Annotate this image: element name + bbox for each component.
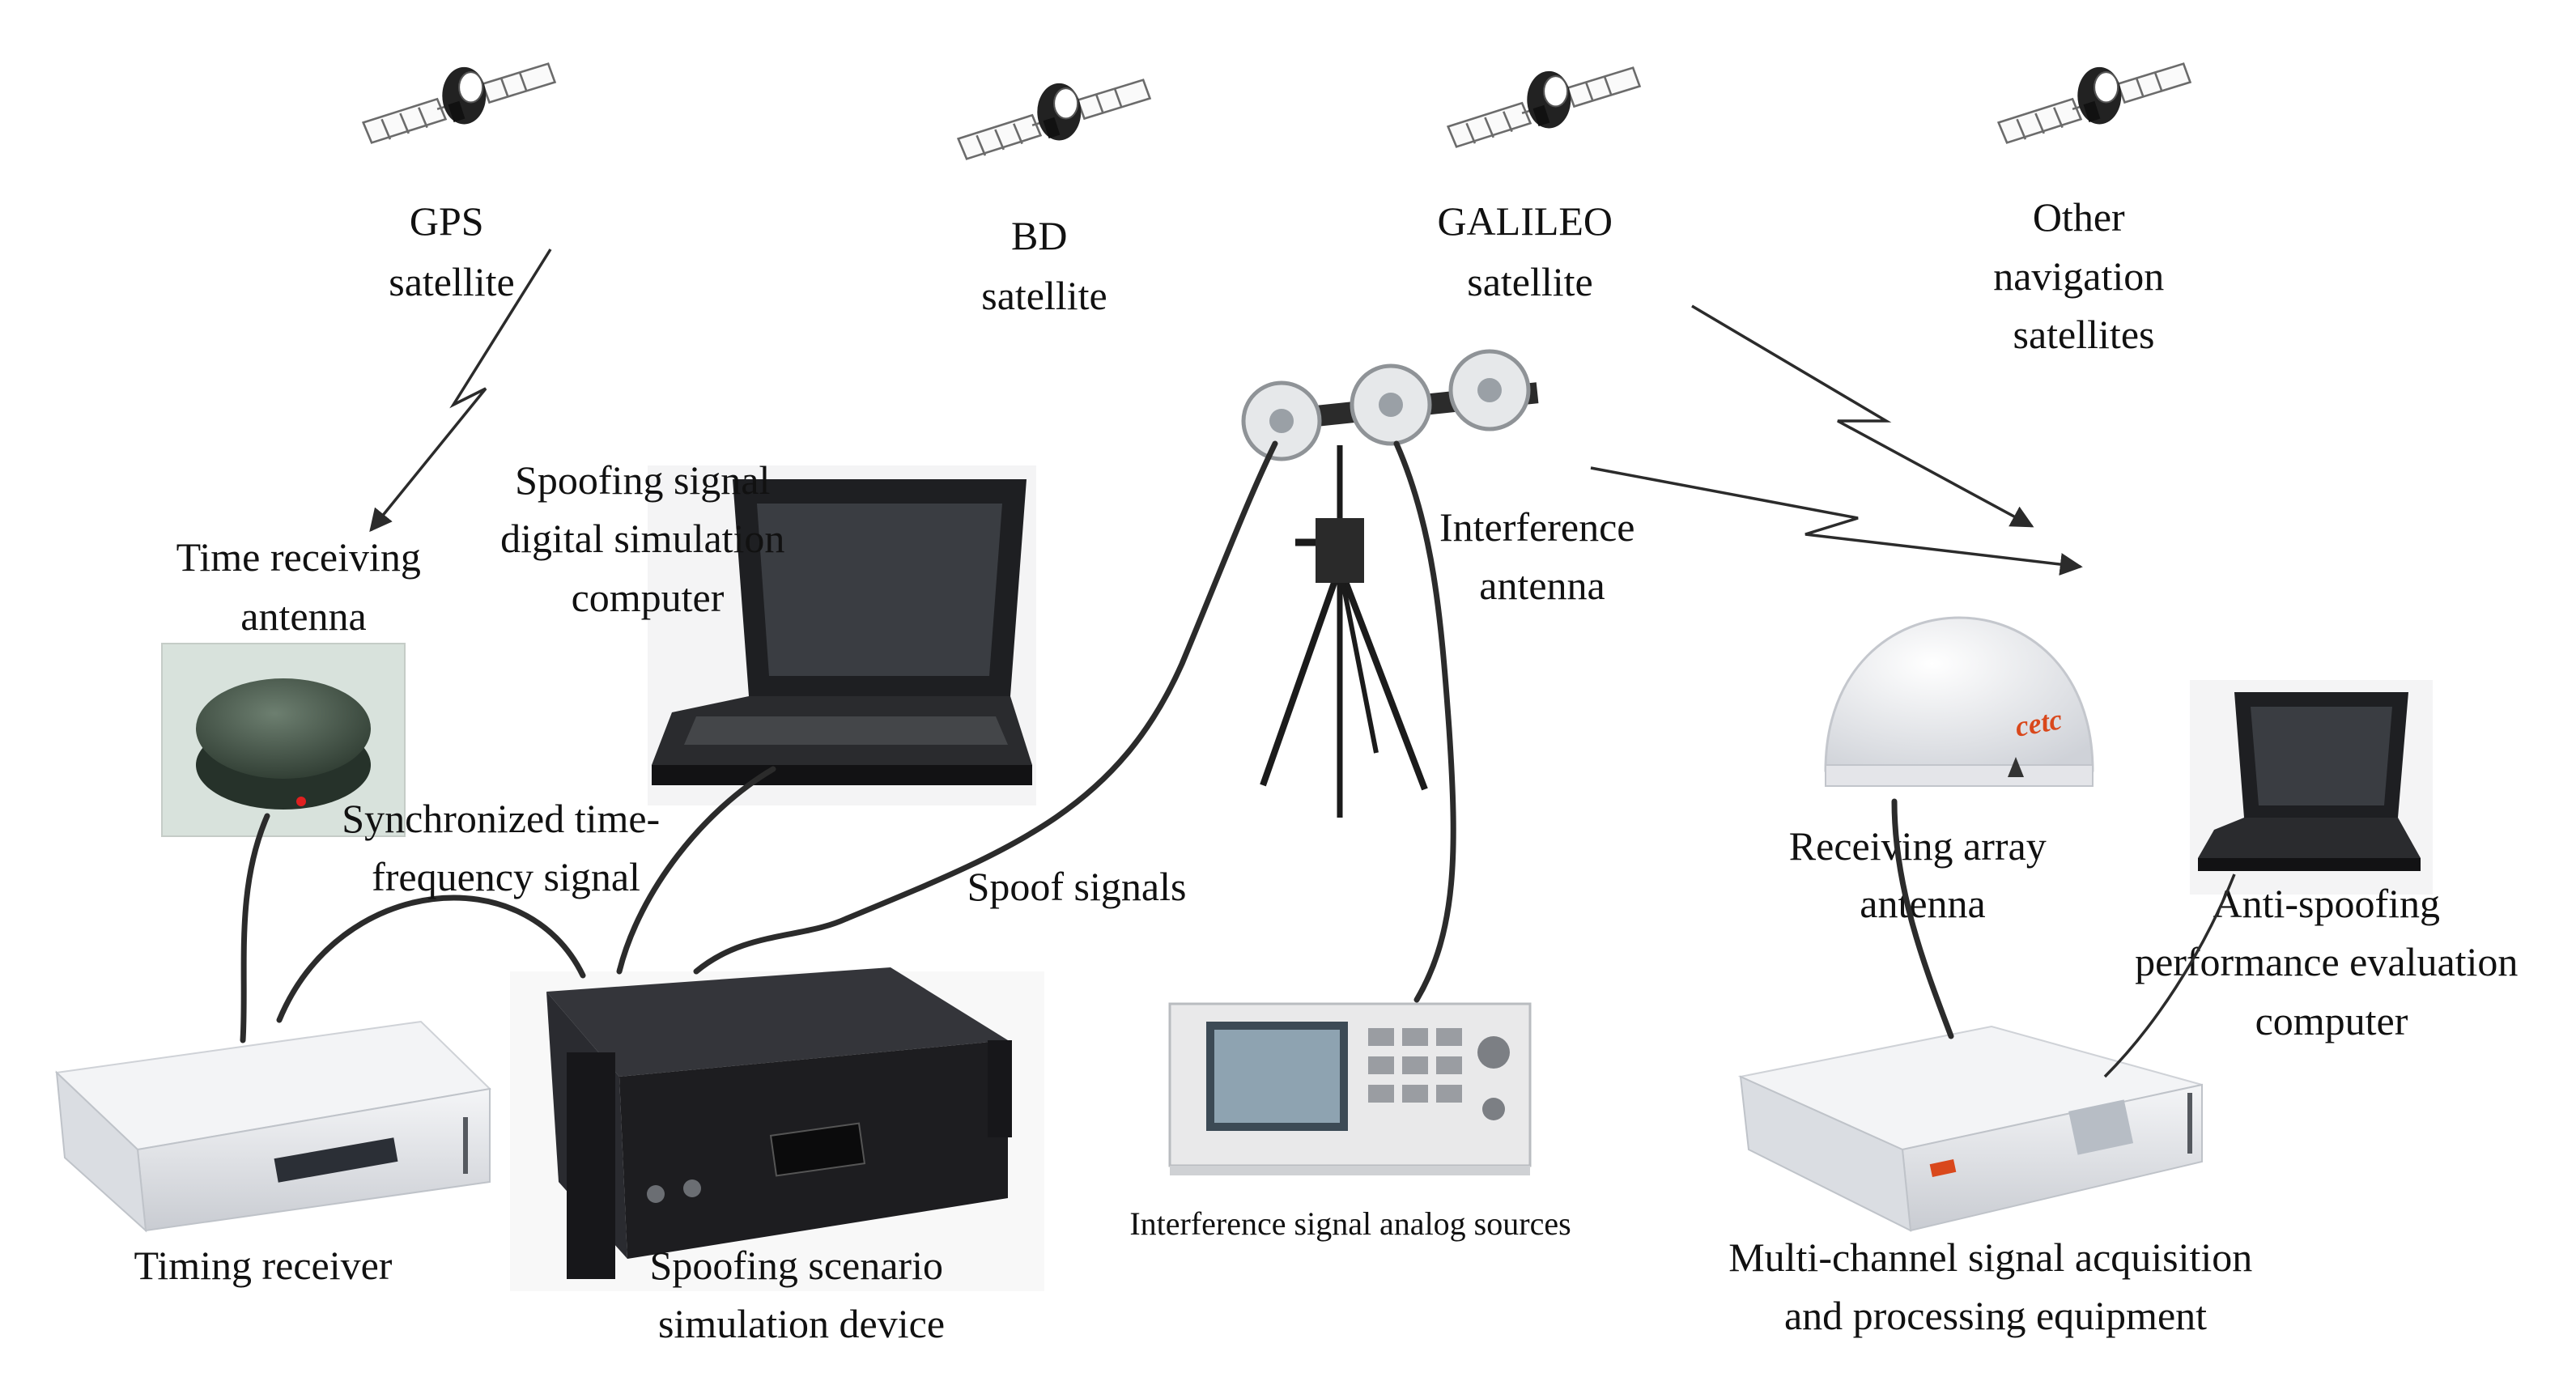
interference-signal-arrow (1590, 466, 2083, 576)
interference-antenna-image (1241, 349, 1539, 818)
sync-signal-label: Synchronized time- frequency signal (342, 796, 670, 899)
cable-spoof-signals-to-antenna (693, 440, 1278, 975)
gps-satellite-label: GPS satellite (389, 198, 515, 304)
time-receiving-antenna-image (161, 643, 406, 837)
bd-satellite-label: BD satellite (981, 213, 1107, 318)
galileo-satellite-label: GALILEO satellite (1437, 198, 1622, 304)
galileo-signal-arrow (1691, 304, 2034, 528)
anti-spoofing-laptop-image (2190, 680, 2433, 895)
acquisition-equipment-image (1737, 1025, 2203, 1232)
spoof-signals-label: Spoof signals (967, 864, 1187, 909)
cable-sync-time-frequency (276, 895, 586, 1023)
cable-laptop-to-spoof-device (616, 766, 776, 975)
other-satellites-label: Other navigation satellites (1993, 194, 2174, 357)
interference-signal-source-image (1168, 1002, 1532, 1175)
spoofing-scenario-device-label: Spoofing scenario simulation device (650, 1243, 954, 1346)
svg-text:cetc: cetc (2013, 703, 2064, 742)
timing-receiver-label: Timing receiver (134, 1243, 393, 1288)
interference-antenna-label: Interference antenna (1439, 504, 1645, 608)
spoofing-scenario-device-image (510, 967, 1044, 1291)
cable-antenna-to-timing-receiver (240, 813, 270, 1043)
gps-signal-arrow (369, 249, 552, 533)
interference-signal-source-label: Interference signal analog sources (1129, 1205, 1571, 1242)
receiving-array-antenna-label: Receiving array antenna (1789, 823, 2056, 926)
other-satellite-icon (1997, 62, 2191, 144)
acquisition-equipment-label: Multi-channel signal acquisition and pro… (1728, 1235, 2263, 1338)
anti-spoofing-computer-label: Anti-spoofing performance evaluation com… (2135, 881, 2528, 1043)
time-receiving-antenna-label: Time receiving antenna (176, 534, 431, 639)
cable-array-antenna-to-acquisition (1891, 798, 1954, 1039)
cable-interference-antenna-to-source (1393, 440, 1456, 1003)
bd-satellite-icon (957, 79, 1151, 160)
cable-acquisition-to-evaluation-computer (2103, 873, 2236, 1078)
spoofing-computer-label: Spoofing signal digital simulation compu… (500, 457, 795, 620)
receiving-array-antenna-image: cetc (1824, 616, 2094, 787)
timing-receiver-image (54, 1020, 492, 1233)
gps-satellite-icon (362, 62, 556, 144)
galileo-satellite-icon (1447, 66, 1641, 148)
spoofing-simulation-laptop-image (648, 465, 1036, 805)
